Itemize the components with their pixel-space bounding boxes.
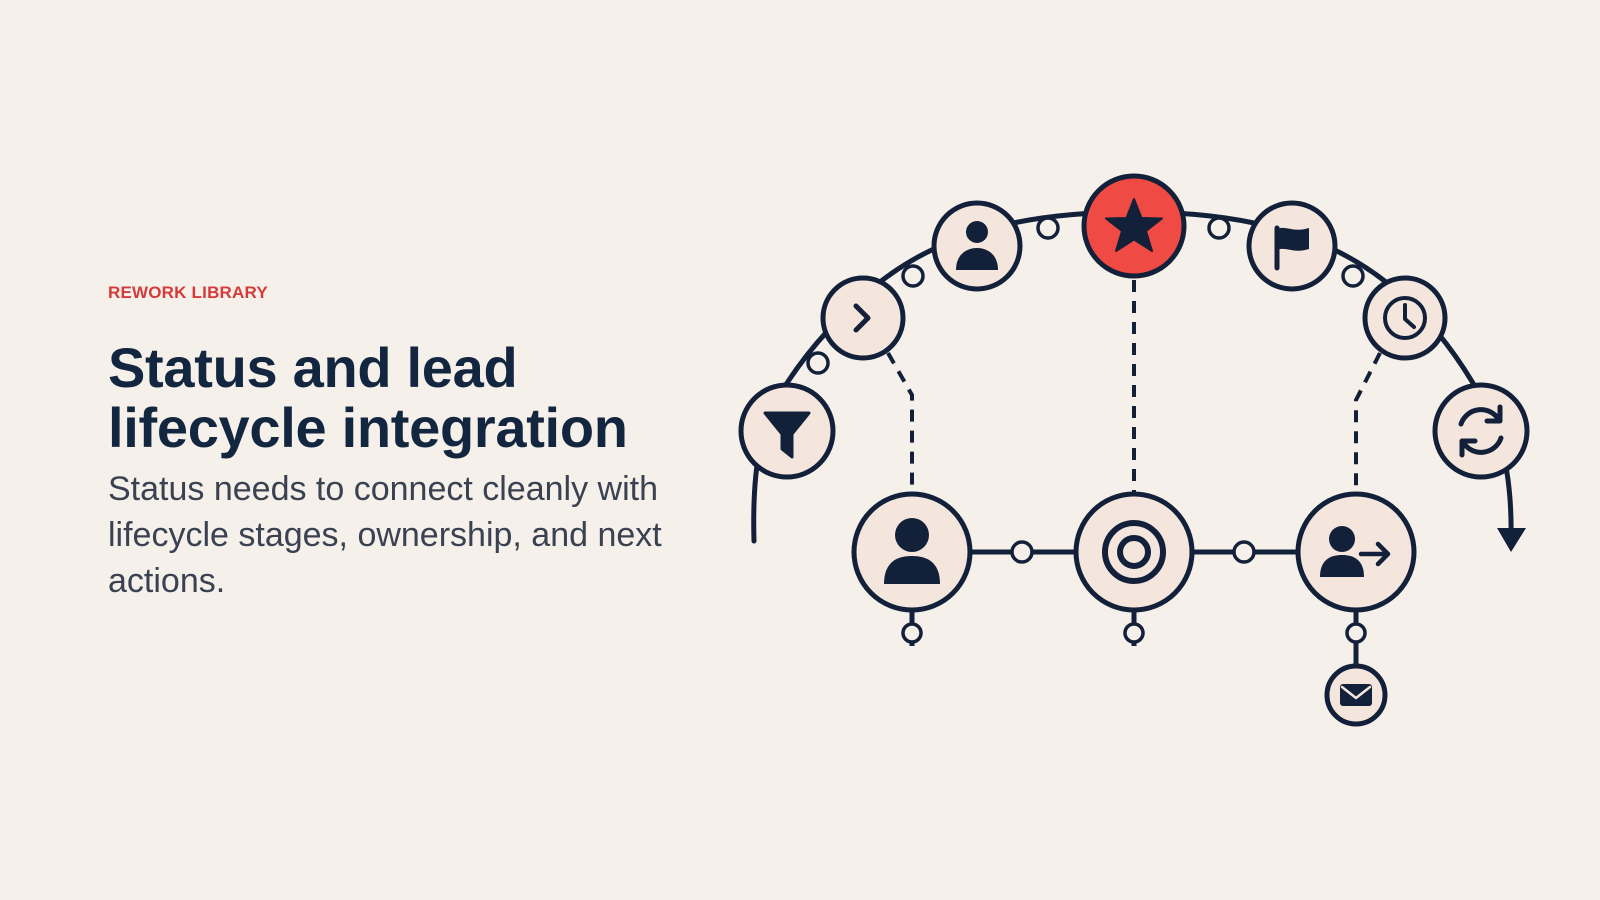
filter-icon <box>763 411 811 459</box>
node-mail <box>1324 663 1388 727</box>
node-filter <box>738 382 836 480</box>
arc-dot <box>901 264 925 288</box>
slide-body: Status needs to connect cleanly with lif… <box>108 470 662 600</box>
slide-title: Status and lead lifecycle integration <box>108 336 628 459</box>
eyebrow-label: REWORK LIBRARY <box>108 283 268 302</box>
person-arrow-icon <box>1320 526 1391 577</box>
arc-dot <box>1036 216 1060 240</box>
person-icon <box>956 221 998 270</box>
arc-dot <box>1341 264 1365 288</box>
text-block: REWORK LIBRARY Status and lead lifecycle… <box>108 282 708 604</box>
node-person-arrow <box>1295 491 1417 613</box>
arc-dots <box>806 216 1365 375</box>
lower-dot <box>1123 622 1145 644</box>
mail-icon <box>1340 684 1372 706</box>
lower-dot <box>901 622 923 644</box>
refresh-icon <box>1458 404 1504 458</box>
clock-icon <box>1383 296 1427 340</box>
node-chevron <box>820 275 906 361</box>
node-refresh <box>1432 382 1530 480</box>
node-person-top <box>931 200 1023 292</box>
arc-arrowhead <box>1497 528 1526 552</box>
node-target <box>1073 491 1195 613</box>
dashed-connector-right <box>1354 352 1382 492</box>
lower-dot <box>1232 540 1256 564</box>
lower-dot <box>1010 540 1034 564</box>
lower-dot <box>1345 622 1367 644</box>
person-icon <box>884 518 940 584</box>
node-clock <box>1362 275 1448 361</box>
node-star <box>1081 173 1187 279</box>
lower-dots <box>901 540 1367 644</box>
arc-dot <box>1207 216 1231 240</box>
node-person-lower <box>851 491 973 613</box>
dashed-connector-left <box>886 352 914 492</box>
chevron-right-icon <box>853 303 871 333</box>
arc-dot <box>806 351 830 375</box>
node-flag <box>1246 200 1338 292</box>
flag-icon <box>1274 225 1309 271</box>
target-icon <box>1102 520 1166 584</box>
star-icon <box>1105 198 1163 252</box>
